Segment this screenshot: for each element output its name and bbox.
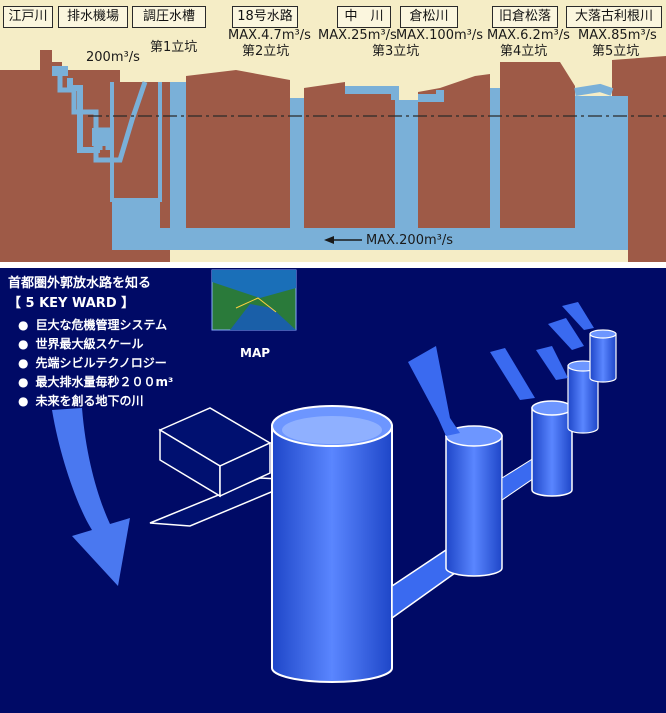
shaft-3-3d <box>531 407 573 497</box>
header-edogawa: 江戸川 <box>3 6 53 28</box>
flow-label-kuramatsu: MAX.100m³/s <box>396 28 483 43</box>
bullet-item: 世界最大級スケール <box>18 335 143 352</box>
shaft-5 <box>575 96 628 250</box>
bullet-item: 最大排水量毎秒２００m³ <box>18 373 173 390</box>
header-kuramatsu: 倉松川 <box>400 6 458 28</box>
header-kyu-kuramatsu: 旧倉松落 <box>492 6 558 28</box>
shaft-label-4: 第4立坑 <box>500 44 548 59</box>
shaft-1 <box>170 82 186 250</box>
flow-label-pump: 200m³/s <box>86 50 140 65</box>
shaft-5-3d <box>589 333 617 383</box>
map-label: MAP <box>240 346 271 360</box>
shaft-3 <box>395 100 418 250</box>
shaft-label-1: 第1立坑 <box>150 40 198 55</box>
flow-label-tunnel: MAX.200m³/s <box>366 233 453 248</box>
header-route18: 18号水路 <box>232 6 298 28</box>
flow-label-nakagawa: MAX.25m³/s <box>318 28 397 43</box>
inflow-arrow <box>52 408 130 586</box>
illustration-panel: 首都圏外郭放水路を知る 【 5 KEY WARD 】 巨大な危機管理システム 世… <box>0 268 666 713</box>
cross-section-panel: 江戸川 排水機場 調圧水槽 18号水路 中 川 倉松川 旧倉松落 大落古利根川 … <box>0 0 666 262</box>
header-otoshi-furutone: 大落古利根川 <box>566 6 662 28</box>
bullet-item: 巨大な危機管理システム <box>18 316 167 333</box>
panel-title: 首都圏外郭放水路を知る <box>8 276 152 291</box>
header-surge-tank: 調圧水槽 <box>132 6 206 28</box>
flow-label-kyu-kuramatsu: MAX.6.2m³/s <box>487 28 570 43</box>
shaft-label-2: 第2立坑 <box>242 44 290 59</box>
pump-pipe <box>57 70 148 163</box>
soil-right <box>612 56 666 262</box>
shaft-4 <box>490 86 500 250</box>
soil-block-4 <box>418 74 490 228</box>
header-nakagawa: 中 川 <box>337 6 391 28</box>
shaft-illustration <box>52 269 617 683</box>
cross-section-drawing <box>0 50 666 262</box>
shaft-4-3d <box>567 365 599 434</box>
soil-block-3 <box>304 82 395 228</box>
shaft-2 <box>290 92 304 250</box>
bullet-item: 未来を創る地下の川 <box>18 392 143 409</box>
flow-label-otoshi: MAX.85m³/s <box>578 28 657 43</box>
shaft-2-3d <box>445 435 503 577</box>
flow-label-route18: MAX.4.7m³/s <box>228 28 311 43</box>
shaft-label-5: 第5立坑 <box>592 44 640 59</box>
soil-block-2 <box>186 70 290 228</box>
header-pump-station: 排水機場 <box>58 6 128 28</box>
bullet-item: 先端シビルテクノロジー <box>18 354 166 371</box>
main-shaft <box>271 425 393 683</box>
soil-block-5 <box>500 62 575 228</box>
tunnel <box>112 228 617 250</box>
shaft-label-3: 第3立坑 <box>372 44 420 59</box>
panel-subtitle: 【 5 KEY WARD 】 <box>8 296 135 311</box>
